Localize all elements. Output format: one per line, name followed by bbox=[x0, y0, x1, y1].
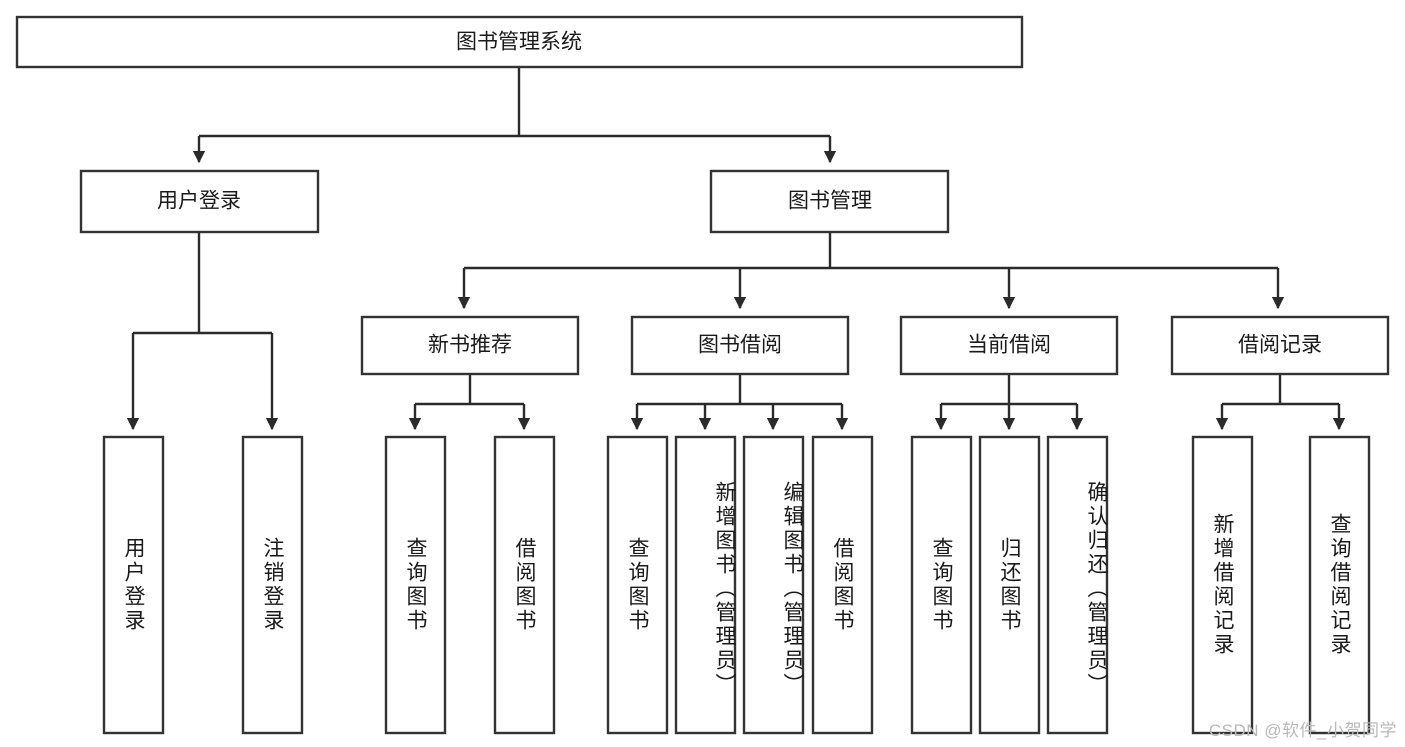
connectors-borrow-records-to-leaves bbox=[1215, 374, 1346, 431]
node-current-borrow[interactable]: 当前借阅 bbox=[899, 315, 1119, 376]
leaf-box-borrow-records-1[interactable] bbox=[1191, 435, 1254, 735]
leaf-box-new-book-1[interactable] bbox=[384, 435, 447, 735]
node-book-management-box[interactable] bbox=[709, 169, 950, 234]
connectors-root-to-level2 bbox=[192, 67, 837, 164]
leaf-box-user-login-1[interactable] bbox=[102, 435, 165, 735]
connectors-new-book-to-leaves bbox=[408, 374, 531, 431]
node-current-borrow-box[interactable] bbox=[899, 315, 1119, 376]
leaf-box-borrow-records-2[interactable] bbox=[1308, 435, 1371, 735]
connectors-book-management-to-level3 bbox=[457, 232, 1285, 310]
leaf-box-new-book-2[interactable] bbox=[493, 435, 556, 735]
leaf-box-book-borrow-4[interactable] bbox=[811, 435, 874, 735]
node-new-book-recommend[interactable]: 新书推荐 bbox=[360, 315, 580, 376]
leaf-box-book-borrow-3[interactable] bbox=[742, 435, 805, 735]
leaf-box-current-borrow-3[interactable] bbox=[1046, 435, 1109, 735]
leaf-box-user-login-2[interactable] bbox=[241, 435, 304, 735]
node-borrow-records-label: 借阅记录 bbox=[1238, 334, 1322, 357]
leaf-box-book-borrow-2[interactable] bbox=[674, 435, 737, 735]
csdn-watermark: CSDN @软件_小贺同学 bbox=[1208, 721, 1397, 740]
node-new-book-recommend-label: 新书推荐 bbox=[428, 334, 512, 357]
node-user-login[interactable]: 用户登录 bbox=[79, 169, 320, 234]
node-borrow-records-box[interactable] bbox=[1170, 315, 1390, 376]
node-book-management[interactable]: 图书管理 bbox=[709, 169, 950, 234]
node-new-book-recommend-box[interactable] bbox=[360, 315, 580, 376]
node-root-label: 图书管理系统 bbox=[456, 31, 582, 54]
node-book-management-label: 图书管理 bbox=[788, 190, 872, 213]
leaf-box-current-borrow-1[interactable] bbox=[910, 435, 973, 735]
connectors-user-login-to-leaves bbox=[126, 232, 279, 431]
leaf-box-book-borrow-1[interactable] bbox=[606, 435, 669, 735]
connectors-book-borrow-to-leaves bbox=[630, 374, 849, 431]
node-root[interactable]: 图书管理系统 bbox=[15, 15, 1024, 69]
leaf-box-current-borrow-2[interactable] bbox=[978, 435, 1041, 735]
node-book-borrow-box[interactable] bbox=[630, 315, 850, 376]
node-user-login-box[interactable] bbox=[79, 169, 320, 234]
node-book-borrow[interactable]: 图书借阅 bbox=[630, 315, 850, 376]
node-borrow-records[interactable]: 借阅记录 bbox=[1170, 315, 1390, 376]
connectors-current-borrow-to-leaves bbox=[934, 374, 1084, 431]
node-user-login-label: 用户登录 bbox=[157, 190, 241, 213]
node-book-borrow-label: 图书借阅 bbox=[698, 334, 782, 357]
node-current-borrow-label: 当前借阅 bbox=[967, 334, 1051, 357]
leaf-boxes bbox=[102, 435, 1371, 735]
node-root-box[interactable] bbox=[15, 15, 1024, 69]
